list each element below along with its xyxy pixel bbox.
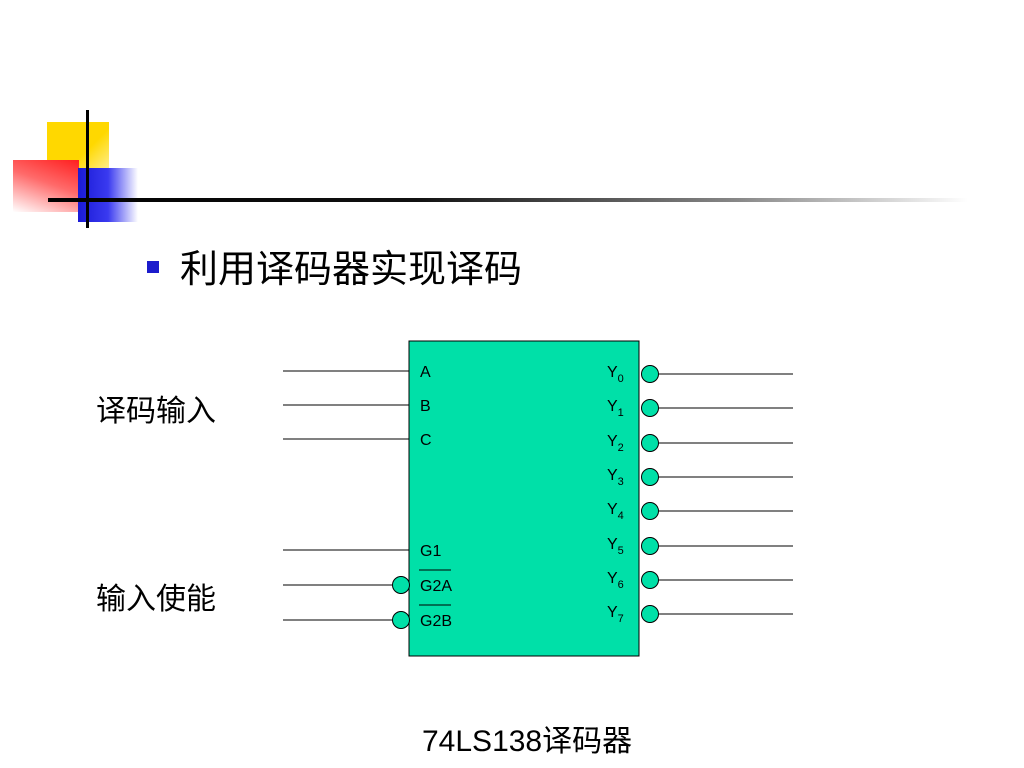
diagram-caption: 74LS138译码器 bbox=[422, 725, 633, 758]
output-pin-y1: Y1 bbox=[607, 398, 793, 419]
decode-input-label: 译码输入 bbox=[96, 394, 216, 429]
slide-heading: 利用译码器实现译码 bbox=[180, 247, 523, 291]
inversion-bubble-y1 bbox=[641, 399, 659, 417]
inversion-bubble-y2 bbox=[641, 434, 659, 452]
inversion-bubble-y7 bbox=[641, 605, 659, 623]
pin-label-c: C bbox=[420, 432, 432, 449]
output-label-y0: Y0 bbox=[607, 364, 624, 385]
output-pin-y3: Y3 bbox=[607, 467, 793, 488]
pin-label-g2b: G2B bbox=[420, 613, 452, 630]
pin-label-a: A bbox=[420, 364, 431, 381]
inversion-bubble-g2b bbox=[392, 611, 410, 629]
decor-vertical-line bbox=[86, 110, 89, 228]
output-label-y1: Y1 bbox=[607, 398, 624, 419]
decor-title-rule bbox=[48, 198, 968, 202]
output-label-y7: Y7 bbox=[607, 604, 624, 625]
inversion-bubble-g2a bbox=[392, 576, 410, 594]
output-label-y3: Y3 bbox=[607, 467, 624, 488]
output-label-y2: Y2 bbox=[607, 433, 624, 454]
output-label-y6: Y6 bbox=[607, 570, 624, 591]
bullet-square-icon bbox=[147, 261, 159, 273]
output-label-y5: Y5 bbox=[607, 536, 624, 557]
inversion-bubble-y6 bbox=[641, 571, 659, 589]
decor-red-square bbox=[13, 160, 79, 212]
decoder-chip-body bbox=[408, 340, 640, 657]
output-pin-y7: Y7 bbox=[607, 604, 793, 625]
enable-input-label: 输入使能 bbox=[96, 582, 216, 617]
pin-label-g1: G1 bbox=[420, 543, 441, 560]
output-pin-y4: Y4 bbox=[607, 501, 793, 522]
output-pin-y2: Y2 bbox=[607, 433, 793, 454]
output-pin-y0: Y0 bbox=[607, 364, 793, 385]
output-pin-y6: Y6 bbox=[607, 570, 793, 591]
pin-label-g2a: G2A bbox=[420, 578, 452, 595]
inversion-bubble-y5 bbox=[641, 537, 659, 555]
inversion-bubble-y3 bbox=[641, 468, 659, 486]
inversion-bubble-y4 bbox=[641, 502, 659, 520]
inversion-bubble-y0 bbox=[641, 365, 659, 383]
pin-label-b: B bbox=[420, 398, 431, 415]
output-pin-y5: Y5 bbox=[607, 536, 793, 557]
output-label-y4: Y4 bbox=[607, 501, 624, 522]
